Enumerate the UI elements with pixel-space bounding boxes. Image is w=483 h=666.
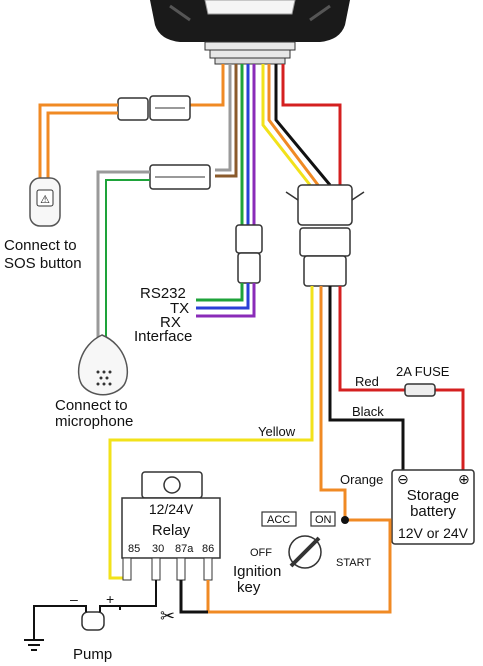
scissors-icon: ✂ [160,606,175,626]
sos-connector [38,95,191,178]
ignition-label-line1: Ignition [233,563,281,580]
wire-bundle [190,64,342,225]
relay-30-wire [120,580,157,607]
gps-device [150,0,350,65]
relay-pin-87a: 87a [175,543,194,555]
pump: – + [33,591,121,640]
yellow-label: Yellow [258,424,296,439]
battery-label-line1: Storage [407,487,460,504]
orange-wire [319,286,347,520]
microphone-connector [96,164,211,340]
fuse [404,383,436,397]
tx-label: TX [170,300,189,317]
pump-plus-label: + [106,591,114,607]
relay: 12/24V Relay 85 30 87a 86 [121,471,221,581]
battery-minus-icon: ⊖ [397,471,409,487]
ignition-key: ACC ON OFF START Ignition key [233,511,371,596]
yellow-wire [108,286,314,580]
ignition-off-label: OFF [250,547,272,559]
sos-label-line2: SOS button [4,255,82,272]
rx-label: RX [160,314,181,331]
pump-minus-label: – [70,591,78,607]
battery-plus-icon: ⊕ [458,471,470,487]
ignition-on-label: ON [315,514,332,526]
sos-label-line1: Connect to [4,237,77,254]
relay-label: Relay [152,522,191,539]
ignition-acc-label: ACC [267,514,290,526]
microphone-label-line1: Connect to [55,397,128,414]
red-wire [338,286,465,470]
black-label: Black [352,404,384,419]
ignition-start-label: START [336,557,371,569]
red-label: Red [355,374,379,389]
ground-icon [24,639,44,651]
rs232-connector [196,224,263,318]
relay-pin-86: 86 [202,543,214,555]
battery-voltage-label: 12V or 24V [398,525,469,541]
rs232-label: RS232 [140,285,186,302]
microphone [77,334,128,396]
black-wire [328,286,405,470]
orange-label: Orange [340,472,383,487]
sos-button-glyph: ⚠ [40,194,50,206]
storage-battery: ⊖ ⊕ Storage battery 12V or 24V [391,469,475,545]
battery-label-line2: battery [410,503,456,520]
relay-87a-black-wire [179,580,208,614]
interface-label: Interface [134,328,192,345]
relay-voltage-label: 12/24V [149,501,194,517]
microphone-label-line2: microphone [55,413,133,430]
relay-pin-30: 30 [152,543,164,555]
fuse-label: 2A FUSE [396,364,450,379]
pump-label: Pump [73,646,112,663]
power-connector [285,184,365,287]
ignition-label-line2: key [237,579,261,596]
relay-86-orange-wire [206,518,392,614]
sos-button: ⚠ [29,177,61,227]
relay-pin-85: 85 [128,543,140,555]
